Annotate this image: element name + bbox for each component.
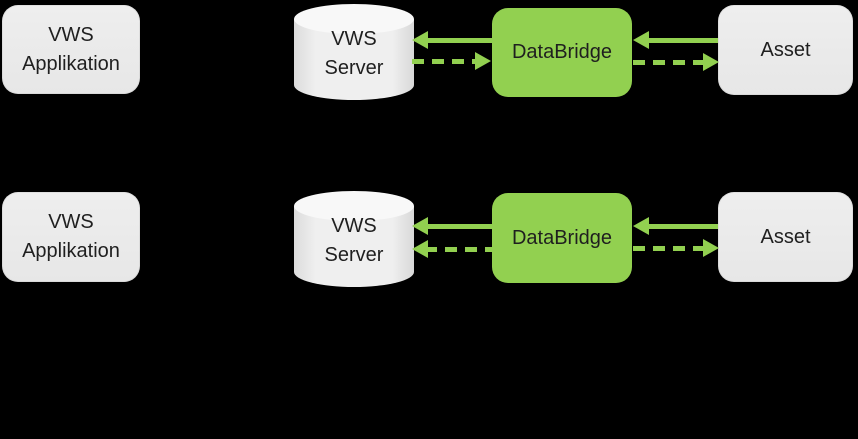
arrow-databridge-to-server-solid-row2 <box>412 217 493 235</box>
arrow-databridge-to-asset-dashed-row1 <box>633 53 719 71</box>
arrowhead-left-icon <box>633 217 649 235</box>
cylinder-shape-icon <box>294 191 414 287</box>
vws-server-label-line1: VWS <box>331 215 377 237</box>
vws-applikation-node-row2: VWS Applikation <box>2 192 140 282</box>
arrow-server-to-databridge-dashed-row1 <box>412 52 491 70</box>
asset-node-row2: Asset <box>718 192 853 282</box>
cylinder-shape-icon <box>294 4 414 100</box>
asset-label-row1: Asset <box>760 38 811 61</box>
vws-applikation-node-row1: VWS Applikation <box>2 5 140 94</box>
vws-server-label-line2: Server <box>324 57 384 79</box>
arrowhead-left-icon <box>412 217 428 235</box>
databridge-node-row1: DataBridge <box>492 8 632 97</box>
arrowhead-left-icon <box>412 31 428 49</box>
arrowhead-right-icon <box>703 239 719 257</box>
vws-applikation-label-line1: VWS <box>48 211 94 233</box>
vws-server-label-row2: VWS Server <box>293 212 415 270</box>
arrowhead-left-icon <box>412 240 428 258</box>
databridge-node-row2: DataBridge <box>492 193 632 283</box>
arrow-databridge-to-asset-dashed-row2 <box>633 239 719 257</box>
vws-applikation-label-line2: Applikation <box>22 240 120 262</box>
vws-applikation-label-line1: VWS <box>48 23 94 46</box>
arrow-databridge-to-server-solid-row1 <box>412 31 493 49</box>
vws-server-label-line1: VWS <box>331 28 377 50</box>
asset-label-row2: Asset <box>760 225 811 248</box>
databridge-label-row2: DataBridge <box>511 226 613 249</box>
arrowhead-left-icon <box>633 31 649 49</box>
arrowhead-right-icon <box>703 53 719 71</box>
vws-server-label-row1: VWS Server <box>293 25 415 83</box>
arrow-asset-to-databridge-solid-row1 <box>633 31 718 49</box>
arrowhead-right-icon <box>475 52 491 70</box>
arrow-databridge-to-server-dashed-row2 <box>412 240 493 258</box>
vws-server-cylinder-row1: VWS Server <box>293 3 415 101</box>
arrow-asset-to-databridge-solid-row2 <box>633 217 718 235</box>
asset-node-row1: Asset <box>718 5 853 95</box>
vws-server-label-line2: Server <box>324 244 384 266</box>
databridge-label-row1: DataBridge <box>511 41 613 63</box>
vws-server-cylinder-row2: VWS Server <box>293 190 415 288</box>
vws-applikation-label-line2: Applikation <box>22 52 120 75</box>
